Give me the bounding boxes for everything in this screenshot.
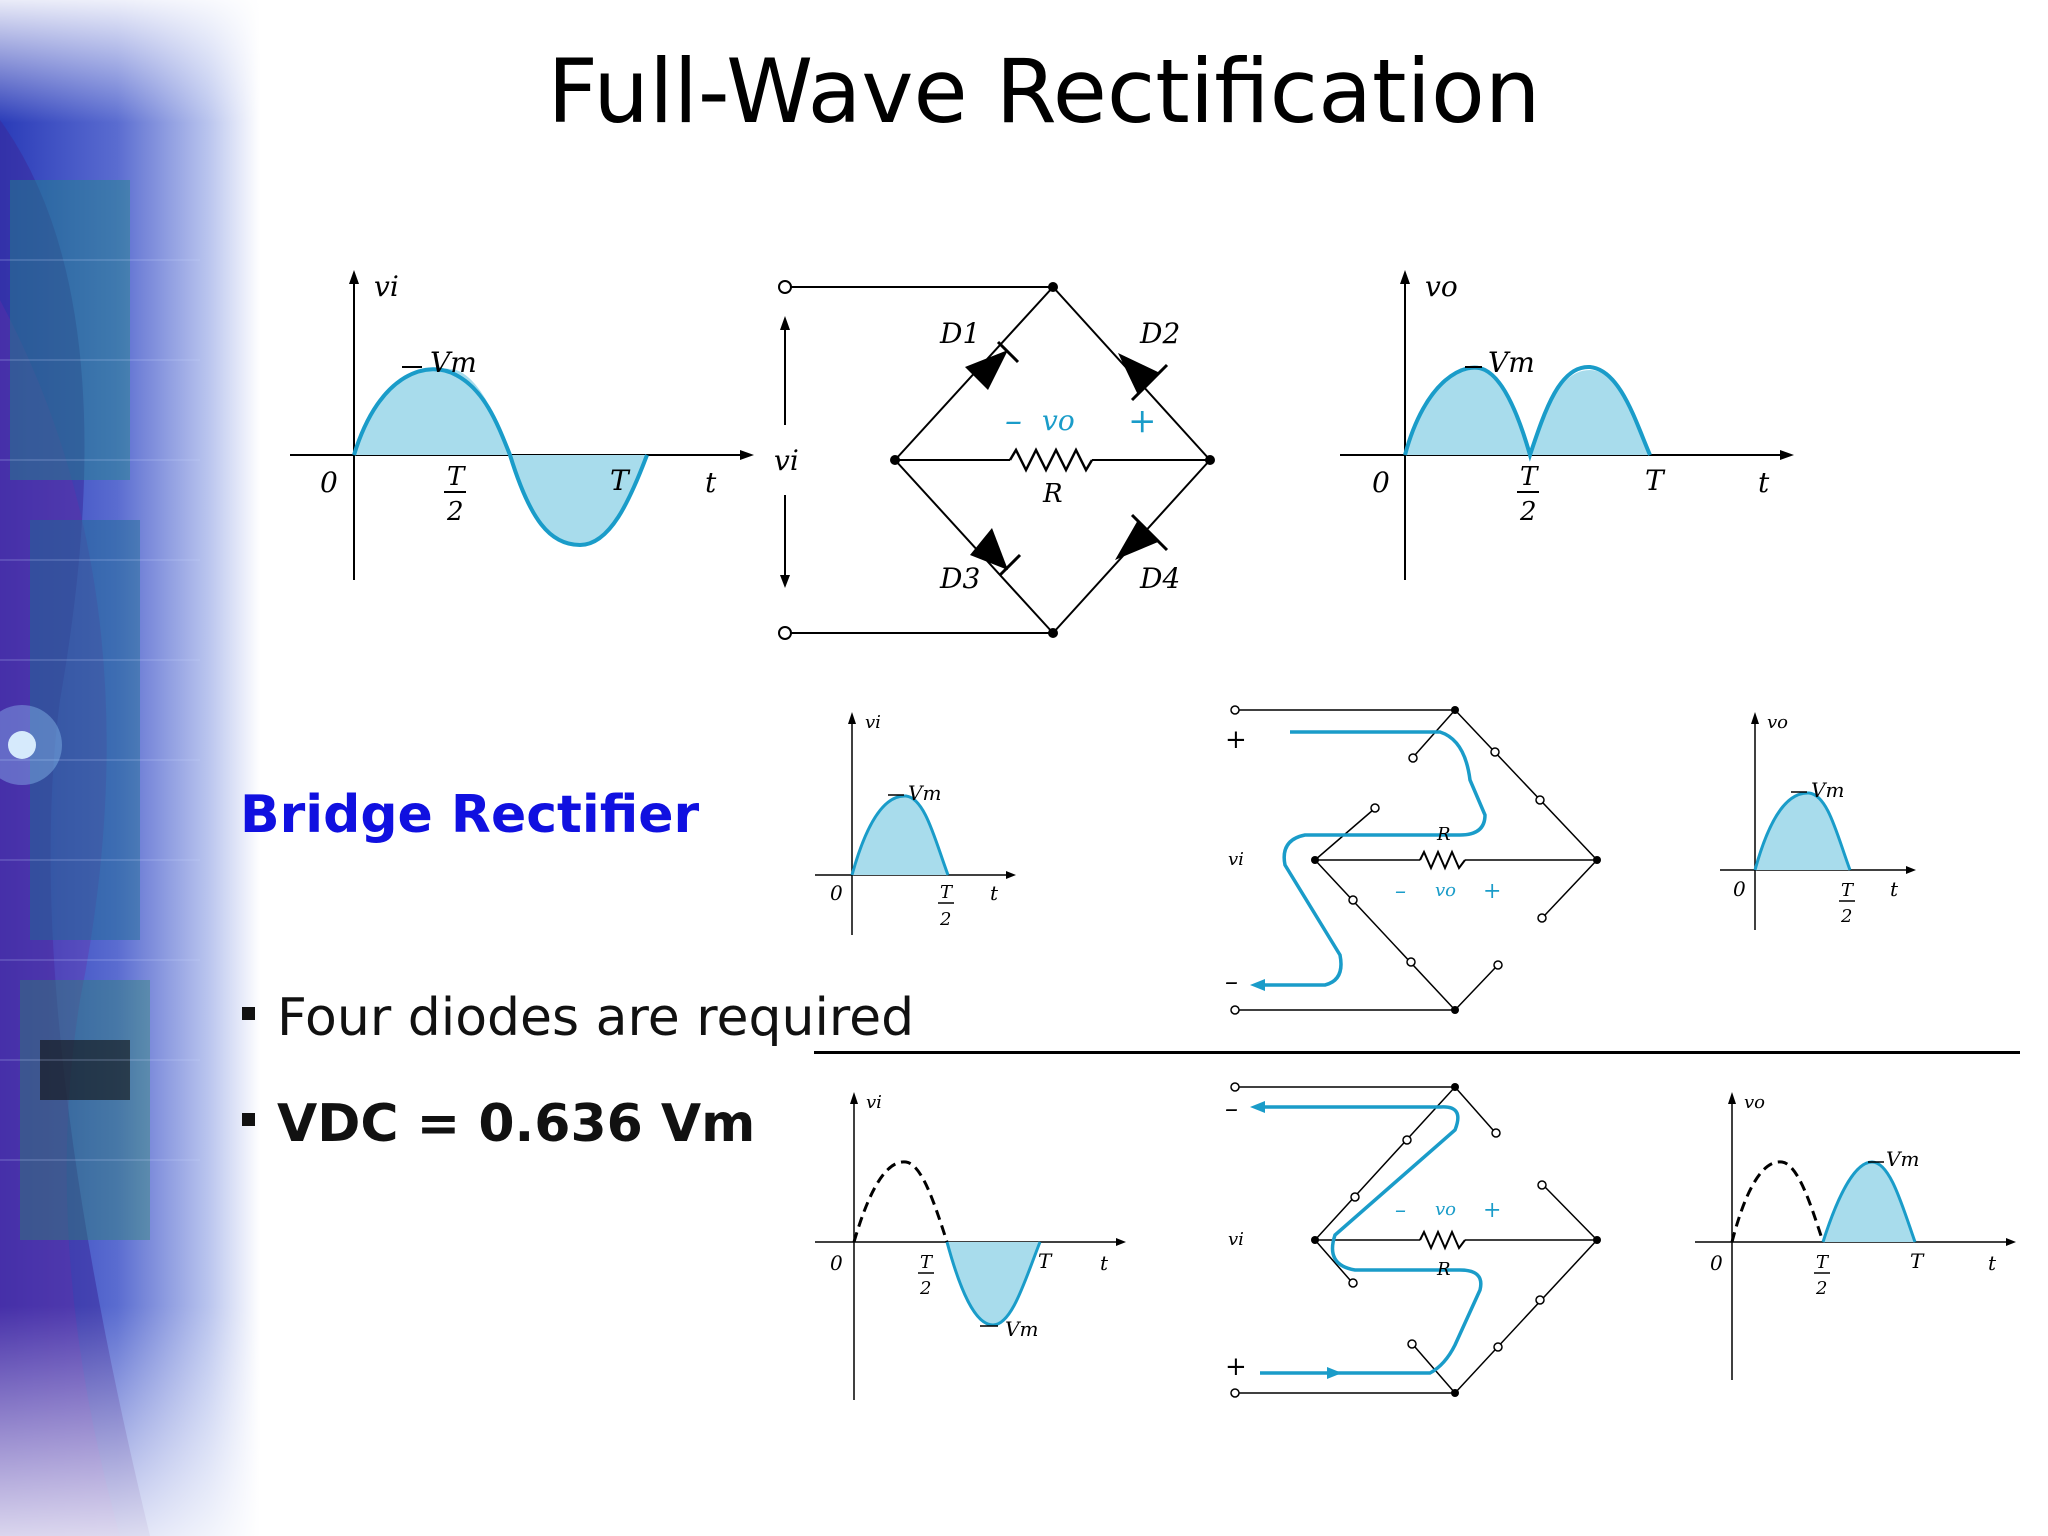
- slide-subtitle: Bridge Rectifier: [240, 785, 700, 845]
- label-vm: Vm: [1886, 1147, 1919, 1171]
- output-waveform-plot: vo Vm 0 T 2 T t: [1340, 270, 1794, 580]
- label-vi: vi: [1228, 849, 1244, 870]
- label-minus: –: [1225, 967, 1238, 997]
- label-t-half-den: 2: [1815, 1278, 1827, 1299]
- label-t-half-num: T: [940, 882, 954, 903]
- label-vi: vi: [774, 444, 799, 477]
- label-d4: D4: [1139, 562, 1180, 595]
- label-vo: vo: [1744, 1092, 1765, 1113]
- bullet-text: VDC = 0.636 Vm: [277, 1094, 756, 1154]
- label-t-half-den: 2: [939, 909, 951, 930]
- label-zero: 0: [1710, 1251, 1723, 1275]
- label-zero: 0: [320, 466, 338, 499]
- label-T: T: [610, 464, 631, 497]
- label-T: T: [1910, 1249, 1925, 1273]
- label-r: R: [1436, 824, 1451, 845]
- label-t-half-num: T: [920, 1252, 934, 1273]
- label-plus: +: [1483, 879, 1501, 904]
- label-vo: vo: [1042, 404, 1075, 437]
- divider-line: [814, 1051, 2020, 1054]
- bullet-text: Four diodes are required: [277, 988, 915, 1048]
- label-T: T: [1645, 464, 1666, 497]
- positive-half-input-plot: vi Vm 0 T 2 t: [815, 712, 1016, 935]
- label-t-half-den: 2: [1519, 497, 1537, 527]
- bullet-item: Four diodes are required: [242, 988, 914, 1048]
- label-zero: 0: [830, 1251, 843, 1275]
- label-minus: –: [1225, 1094, 1238, 1124]
- label-zero: 0: [1372, 466, 1390, 499]
- label-t-half-den: 2: [1840, 906, 1852, 927]
- label-vm: Vm: [430, 346, 477, 379]
- label-r: R: [1436, 1259, 1451, 1280]
- label-vo: vo: [1767, 712, 1788, 733]
- label-plus: +: [1128, 401, 1157, 441]
- label-plus: +: [1483, 1198, 1501, 1223]
- label-vo: vo: [1435, 1199, 1456, 1220]
- label-zero: 0: [1733, 877, 1746, 901]
- label-vo: vo: [1425, 270, 1458, 303]
- slide-title: Full-Wave Rectification: [547, 40, 1541, 143]
- label-vm: Vm: [1005, 1317, 1038, 1341]
- label-vm: Vm: [908, 781, 941, 805]
- label-r: R: [1042, 479, 1063, 509]
- negative-half-input-plot: vi Vm 0 T 2 T t: [815, 1092, 1126, 1400]
- bullet-square-icon: [242, 1112, 255, 1126]
- label-vi: vi: [866, 1092, 882, 1113]
- label-t-half-num: T: [447, 462, 466, 492]
- negative-half-output-plot: vo Vm 0 T 2 T t: [1695, 1092, 2016, 1380]
- label-plus: +: [1225, 1352, 1247, 1382]
- label-t-half-num: T: [1816, 1252, 1830, 1273]
- label-t-axis: t: [1100, 1251, 1109, 1275]
- label-vi: vi: [865, 712, 881, 733]
- label-vi: vi: [374, 270, 399, 303]
- label-minus: –: [1005, 401, 1022, 441]
- bullet-item: VDC = 0.636 Vm: [242, 1094, 755, 1154]
- label-d2: D2: [1139, 317, 1180, 350]
- input-waveform-plot: vi Vm 0 T 2 T t: [290, 270, 754, 580]
- label-t-half-den: 2: [919, 1278, 931, 1299]
- label-t-axis: t: [705, 466, 717, 499]
- label-t-axis: t: [1758, 466, 1770, 499]
- bullet-square-icon: [242, 1006, 255, 1020]
- label-minus: –: [1395, 879, 1406, 904]
- label-zero: 0: [830, 881, 843, 905]
- label-vo: vo: [1435, 880, 1456, 901]
- label-vm: Vm: [1811, 778, 1844, 802]
- positive-half-output-plot: vo Vm 0 T 2 t: [1720, 712, 1916, 930]
- label-vm: Vm: [1488, 346, 1535, 379]
- positive-half-conduction-circuit: + – vi R – vo +: [1225, 705, 1601, 1015]
- label-plus: +: [1225, 725, 1247, 755]
- label-t-half-num: T: [1520, 462, 1539, 492]
- label-minus: –: [1395, 1198, 1406, 1223]
- negative-half-conduction-circuit: – + vi R – vo +: [1225, 1082, 1601, 1398]
- decorative-circuit-panel: [0, 0, 260, 1536]
- label-t-half-num: T: [1841, 880, 1855, 901]
- label-T: T: [1038, 1249, 1053, 1273]
- label-d3: D3: [939, 562, 980, 595]
- label-t-axis: t: [990, 881, 999, 905]
- label-d1: D1: [939, 317, 980, 350]
- label-t-axis: t: [1890, 877, 1899, 901]
- label-t-axis: t: [1988, 1251, 1997, 1275]
- label-t-half-den: 2: [446, 497, 464, 527]
- bridge-rectifier-circuit: vi D1 D2 D3 D4 R – vo +: [774, 280, 1215, 640]
- label-vi: vi: [1228, 1229, 1244, 1250]
